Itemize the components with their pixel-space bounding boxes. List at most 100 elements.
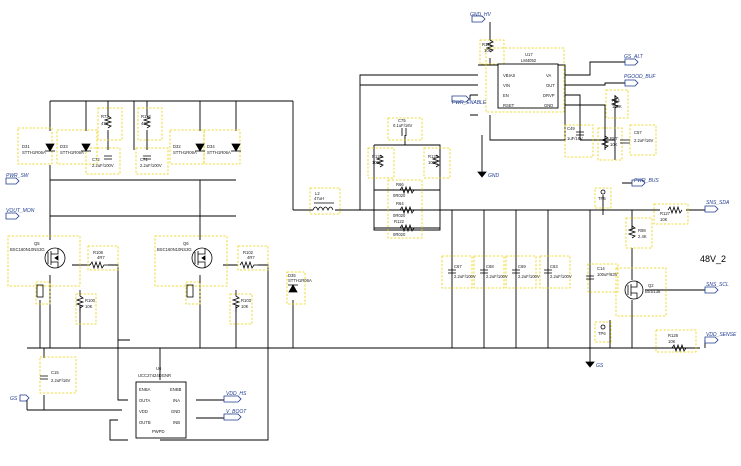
svg-text:INB: INB (173, 420, 180, 425)
resistor-r98: R98 2.4K (627, 225, 647, 239)
svg-text:2.2uF/100V: 2.2uF/100V (92, 163, 114, 168)
svg-text:R87: R87 (610, 136, 618, 141)
resistor-r103: R103 10K (231, 290, 252, 312)
svg-text:C63: C63 (550, 264, 558, 269)
svg-text:R106: R106 (93, 250, 104, 255)
svg-text:VDD_SENSE: VDD_SENSE (706, 332, 737, 338)
capacitor-c57: C57 2.2uF/16V (620, 130, 654, 144)
testpoint-tp6: TP6 (598, 324, 606, 336)
svg-text:D32: D32 (173, 144, 181, 149)
svg-text:PGOOD_BUF: PGOOD_BUF (624, 74, 656, 80)
net-flag-vdd-hs: VDD_HS (223, 391, 247, 403)
resistor-r126: R126 100K (372, 154, 385, 168)
svg-text:2.4K: 2.4K (638, 234, 647, 239)
svg-text:L2: L2 (315, 191, 320, 196)
power-rail-label: 48V_2 (700, 254, 726, 264)
svg-text:2.2uF/16V: 2.2uF/16V (634, 138, 654, 143)
svg-text:100K: 100K (428, 160, 438, 165)
svg-text:LM4052: LM4052 (521, 58, 537, 63)
svg-text:GND: GND (544, 103, 553, 108)
svg-text:C71: C71 (140, 157, 148, 162)
svg-text:2.2uF/100V: 2.2uF/100V (486, 274, 508, 279)
svg-text:10K: 10K (241, 304, 249, 309)
net-flag-pgood-buf: PGOOD_BUF (624, 74, 656, 87)
capacitor-c75: C75 0.1uF/16V (393, 118, 413, 136)
jumper-marker-right (186, 284, 194, 298)
inductor-l2: L2 47uH (312, 191, 334, 212)
capacitor-c72: C72 2.2uF/100V (92, 155, 114, 168)
svg-text:10K: 10K (660, 217, 668, 222)
svg-text:R84: R84 (612, 98, 620, 103)
net-flag-gnd-left: GS (10, 394, 30, 402)
svg-text:R64: R64 (396, 201, 404, 206)
svg-text:V_BOOT: V_BOOT (226, 409, 247, 415)
svg-text:C14: C14 (597, 266, 605, 271)
svg-text:Q2: Q2 (648, 283, 654, 288)
svg-text:VOUT_MON: VOUT_MON (6, 208, 35, 214)
svg-text:4R7: 4R7 (247, 255, 255, 260)
svg-text:47uH: 47uH (314, 196, 324, 201)
svg-text:2.2uF/100V: 2.2uF/100V (140, 163, 162, 168)
svg-text:ENBB: ENBB (170, 387, 182, 392)
net-flag-gnd-hv: GND_HV (470, 12, 492, 23)
svg-text:D31: D31 (22, 144, 30, 149)
svg-text:47K: 47K (141, 121, 149, 126)
svg-text:D34: D34 (207, 144, 215, 149)
diode-d33: D33 STTH1R06A (60, 143, 91, 155)
svg-text:VDD: VDD (139, 409, 148, 414)
svg-text:10K: 10K (610, 142, 618, 147)
diode-d31: D31 STTH1R06A (22, 143, 55, 155)
svg-text:R126: R126 (372, 154, 383, 159)
svg-text:INA: INA (173, 398, 180, 403)
svg-text:C15: C15 (51, 370, 59, 375)
capacitor-c67: C67 2.2uF/100V (448, 264, 476, 279)
ic-u6: U6 UCC27424DGNR ENBA OUTA VDD OUTB ENBB … (135, 366, 187, 439)
svg-text:2.2uF/100V: 2.2uF/100V (550, 274, 572, 279)
component-boxes (7, 39, 697, 394)
svg-text:Q6: Q6 (183, 241, 189, 246)
svg-text:PWR_ENABLE: PWR_ENABLE (452, 100, 487, 106)
svg-text:R128: R128 (668, 333, 679, 338)
testpoint-tp5: TP5 (598, 189, 606, 201)
svg-text:BSS138: BSS138 (645, 289, 661, 294)
svg-text:R127: R127 (660, 211, 671, 216)
mosfet-q6: Q6 BSC160N10NS3G (157, 241, 213, 269)
ground-symbol-gs: GS (585, 361, 604, 369)
resistor-r100: R100 10K (75, 290, 96, 312)
svg-text:R98: R98 (638, 228, 646, 233)
svg-text:R100: R100 (85, 298, 96, 303)
svg-text:PWR_SW: PWR_SW (6, 173, 30, 179)
net-flag-vdd-sense: VDD_SENSE (704, 332, 737, 344)
svg-text:0R020: 0R020 (393, 232, 406, 237)
svg-text:VBIAS: VBIAS (503, 73, 516, 78)
capacitor-c69: C69 2.2uF/100V (512, 264, 540, 279)
ground-symbol-gnd: GND (477, 171, 500, 179)
svg-text:GND: GND (171, 409, 180, 414)
svg-text:GND_HV: GND_HV (470, 12, 492, 18)
svg-text:GS_ALT: GS_ALT (624, 54, 644, 60)
svg-text:R102: R102 (243, 250, 254, 255)
resistor-r122: R122 0R020 (393, 219, 415, 237)
resistor-r102: R102 4R7 (239, 250, 258, 270)
svg-text:OUTB: OUTB (139, 420, 151, 425)
svg-text:GS: GS (596, 363, 604, 369)
diode-d34: D34 STTH1R06A (207, 143, 241, 155)
svg-text:STTH1R06A: STTH1R06A (60, 150, 84, 155)
svg-text:C72: C72 (92, 157, 100, 162)
svg-text:10K: 10K (668, 339, 676, 344)
svg-text:R122: R122 (394, 219, 405, 224)
capacitor-c14: C14 100uF/63V (586, 266, 618, 280)
svg-text:10K: 10K (85, 304, 93, 309)
svg-text:C67: C67 (454, 264, 462, 269)
net-flag-pwr-sw: PWR_SW (5, 173, 30, 185)
svg-text:OUTA: OUTA (139, 398, 151, 403)
svg-text:47K: 47K (101, 121, 109, 126)
svg-text:2.2uF/100V: 2.2uF/100V (454, 274, 476, 279)
svg-text:C69: C69 (518, 264, 526, 269)
svg-text:100uF/63V: 100uF/63V (597, 272, 618, 277)
svg-text:2.2uF/100V: 2.2uF/100V (518, 274, 540, 279)
svg-text:DRVP: DRVP (543, 93, 555, 98)
svg-text:C57: C57 (634, 130, 642, 135)
mosfet-q5: Q5 BSC160N10NS3G (10, 241, 66, 269)
